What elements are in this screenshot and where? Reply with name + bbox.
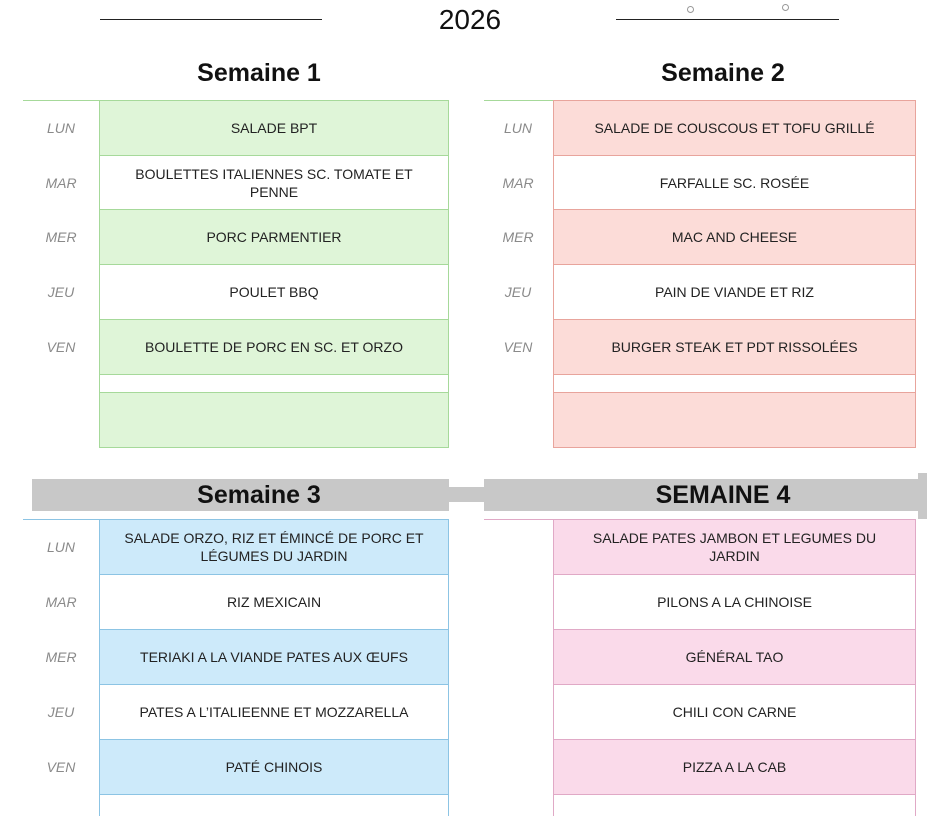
day-label-jeu: JEU — [47, 704, 75, 720]
meal-cell-monday: SALADE ORZO, RIZ ET ÉMINCÉ DE PORC ET LÉ… — [99, 519, 449, 575]
day-label-lun: LUN — [46, 539, 75, 555]
header-rule-left — [100, 19, 322, 20]
meal-cell-friday: PATÉ CHINOIS — [99, 739, 449, 795]
meal-text: PATES A L’ITALIEENNE ET MOZZARELLA — [139, 704, 409, 720]
meal-cell-tuesday: FARFALLE SC. ROSÉE — [553, 155, 916, 210]
meal-cell-monday: SALADE PATES JAMBON ET LEGUMES DU JARDIN — [553, 519, 916, 575]
week2-title: Semaine 2 — [661, 59, 785, 87]
meal-cell-spacer — [553, 794, 916, 816]
title-bar-edge — [918, 473, 927, 519]
meal-cell-empty — [99, 392, 449, 448]
meal-cell-friday: PIZZA A LA CAB — [553, 739, 916, 795]
day-label-mer: MER — [45, 649, 77, 665]
day-label-mar: MAR — [45, 175, 77, 191]
meal-cell-thursday: POULET BBQ — [99, 264, 449, 320]
meal-cell-thursday: PAIN DE VIANDE ET RIZ — [553, 264, 916, 320]
meal-text: POULET BBQ — [229, 284, 319, 300]
grid-top-line — [23, 519, 100, 520]
meal-text: SALADE BPT — [230, 120, 318, 136]
day-label-mer: MER — [502, 229, 534, 245]
meal-text: CHILI CON CARNE — [672, 704, 797, 720]
meal-cell-friday: BURGER STEAK ET PDT RISSOLÉES — [553, 319, 916, 375]
meal-cell-tuesday: RIZ MEXICAIN — [99, 574, 449, 630]
day-label-mar: MAR — [45, 594, 77, 610]
meal-text: PILONS A LA CHINOISE — [657, 594, 812, 610]
meal-cell-empty — [553, 392, 916, 448]
day-label-lun: LUN — [46, 120, 75, 136]
meal-text: TERIAKI A LA VIANDE PATES AUX ŒUFS — [140, 649, 408, 665]
decorative-dot — [687, 6, 694, 13]
meal-text: PIZZA A LA CAB — [682, 759, 787, 775]
meal-text: FARFALLE SC. ROSÉE — [659, 174, 810, 191]
week3-title: Semaine 3 — [197, 481, 321, 509]
header-rule-right — [616, 19, 839, 20]
grid-top-line — [23, 100, 100, 101]
day-label-jeu: JEU — [47, 284, 75, 300]
meal-cell-spacer — [99, 794, 449, 816]
meal-text: PATÉ CHINOIS — [225, 759, 323, 775]
meal-text: GÉNÉRAL TAO — [685, 649, 784, 665]
week4-title: SEMAINE 4 — [655, 481, 791, 509]
year-title: 2026 — [438, 4, 502, 35]
meal-cell-monday: SALADE BPT — [99, 100, 449, 156]
meal-text: PAIN DE VIANDE ET RIZ — [655, 284, 814, 300]
meal-cell-friday: BOULETTE DE PORC EN SC. ET ORZO — [99, 319, 449, 375]
meal-cell-tuesday: PILONS A LA CHINOISE — [553, 574, 916, 630]
title-bar-connector — [449, 487, 484, 502]
meal-cell-tuesday: BOULETTES ITALIENNES SC. TOMATE ET PENNE — [99, 155, 449, 210]
meal-cell-thursday: PATES A L’ITALIEENNE ET MOZZARELLA — [99, 684, 449, 740]
meal-text: RIZ MEXICAIN — [226, 594, 322, 610]
meal-text: SALADE DE COUSCOUS ET TOFU GRILLÉ — [594, 120, 875, 136]
day-label-mar: MAR — [502, 175, 534, 191]
meal-cell-wednesday: GÉNÉRAL TAO — [553, 629, 916, 685]
week4-title-bar — [484, 479, 918, 511]
day-label-ven: VEN — [46, 339, 76, 355]
meal-text: BOULETTE DE PORC EN SC. ET ORZO — [144, 339, 403, 355]
meal-cell-monday: SALADE DE COUSCOUS ET TOFU GRILLÉ — [553, 100, 916, 156]
decorative-dot — [782, 4, 789, 11]
grid-top-line — [484, 519, 554, 520]
day-label-ven: VEN — [503, 339, 533, 355]
week1-title: Semaine 1 — [197, 59, 321, 87]
grid-top-line — [484, 100, 554, 101]
meal-cell-thursday: CHILI CON CARNE — [553, 684, 916, 740]
meal-cell-spacer — [99, 374, 449, 393]
day-label-jeu: JEU — [504, 284, 532, 300]
week3-title-bar — [32, 479, 449, 511]
meal-text: MAC AND CHEESE — [671, 229, 798, 245]
meal-text: SALADE PATES JAMBON ET LEGUMES DU JARDIN — [592, 530, 877, 564]
meal-text: BURGER STEAK ET PDT RISSOLÉES — [611, 339, 858, 355]
meal-cell-spacer — [553, 374, 916, 393]
meal-cell-wednesday: MAC AND CHEESE — [553, 209, 916, 265]
meal-cell-wednesday: PORC PARMENTIER — [99, 209, 449, 265]
meal-text: BOULETTES ITALIENNES SC. TOMATE ET PENNE — [135, 165, 413, 200]
meal-cell-wednesday: TERIAKI A LA VIANDE PATES AUX ŒUFS — [99, 629, 449, 685]
day-label-ven: VEN — [46, 759, 76, 775]
meal-text: PORC PARMENTIER — [206, 229, 342, 245]
day-label-mer: MER — [45, 229, 77, 245]
meal-text: SALADE ORZO, RIZ ET ÉMINCÉ DE PORC ET LÉ… — [124, 530, 424, 564]
day-label-lun: LUN — [503, 120, 532, 136]
